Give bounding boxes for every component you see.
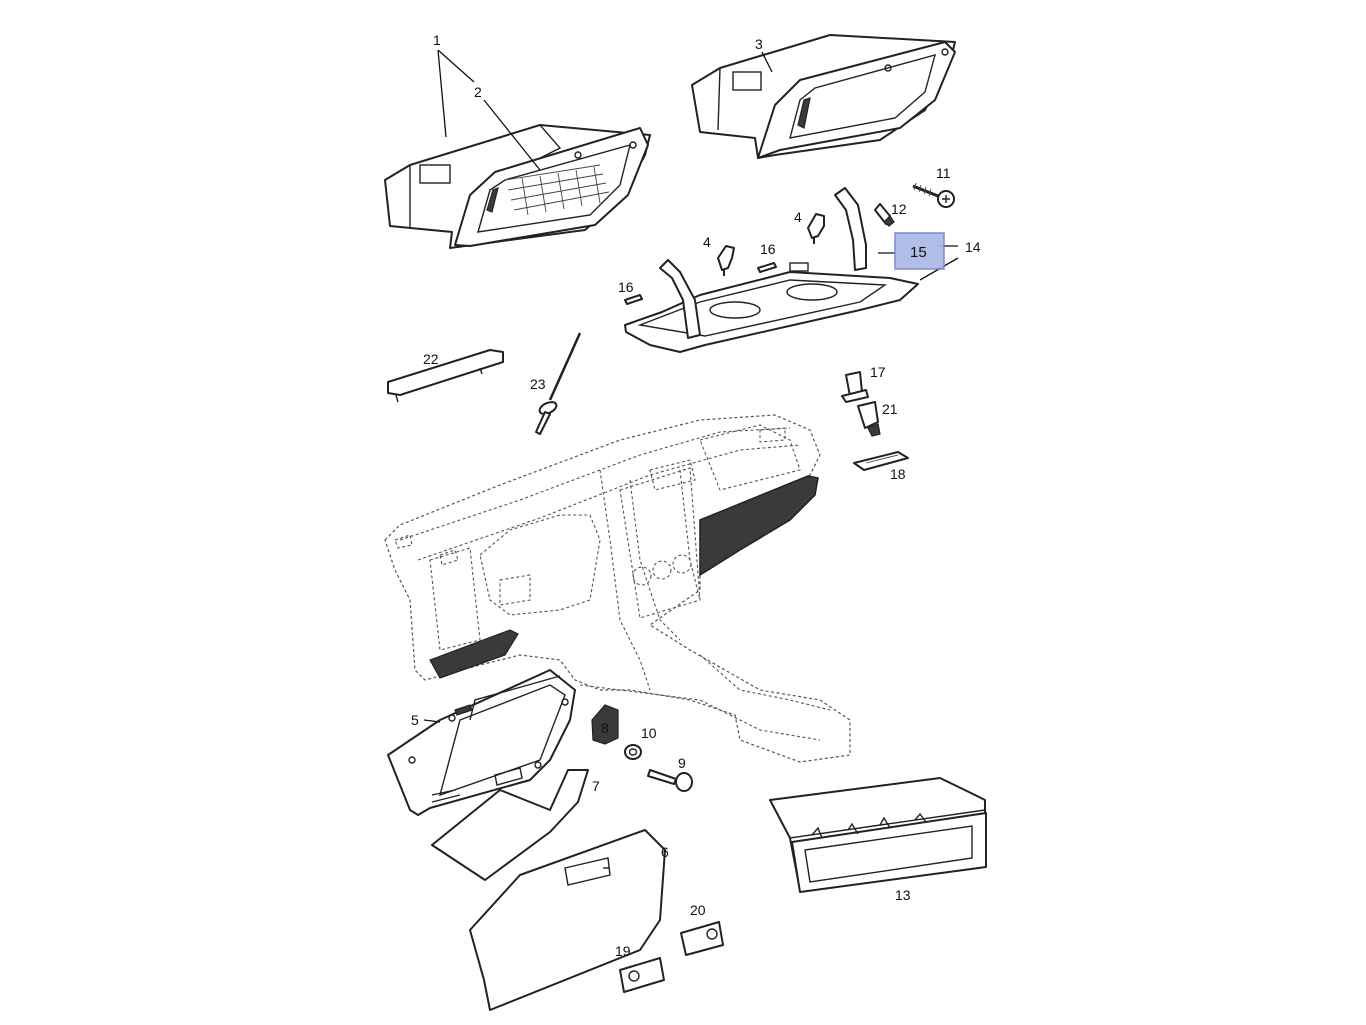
bulb-part-12[interactable]: [874, 203, 895, 227]
callout-22: 22: [423, 351, 439, 367]
callout-17: 17: [870, 364, 886, 380]
clip-part-19[interactable]: [619, 957, 665, 993]
callout-9: 9: [678, 755, 686, 771]
callout-1: 1: [433, 32, 441, 48]
lid-part-6[interactable]: [469, 829, 666, 1011]
pin-part-9[interactable]: [647, 769, 693, 792]
callout-20: 20: [690, 902, 706, 918]
ring-part-10[interactable]: [624, 744, 642, 760]
callout-5: 5: [411, 712, 419, 728]
leader-lines-1-2: [437, 49, 541, 171]
panel-part-7[interactable]: [431, 769, 589, 881]
frame-part-5[interactable]: [387, 669, 576, 816]
callout-10: 10: [641, 725, 657, 741]
glovebox-assembly-right[interactable]: [691, 34, 956, 159]
pin-part-16-lower[interactable]: [624, 294, 643, 305]
callout-2: 2: [474, 84, 482, 100]
callout-16b: 16: [618, 279, 634, 295]
leader-5: [423, 719, 441, 723]
callout-18: 18: [890, 466, 906, 482]
screw-part-11[interactable]: [912, 182, 955, 208]
switch-part-17[interactable]: [841, 371, 869, 403]
highlight-box-15[interactable]: [894, 232, 945, 270]
dashboard-lower-panel: [429, 629, 519, 679]
callout-14: 14: [965, 239, 981, 255]
callout-3: 3: [755, 36, 763, 52]
callout-4a: 4: [703, 234, 711, 250]
rivet-part-23[interactable]: [535, 332, 582, 435]
latch-part-8[interactable]: [591, 704, 619, 745]
callout-12: 12: [891, 201, 907, 217]
callout-11: 11: [936, 165, 951, 181]
callout-21: 21: [882, 401, 898, 417]
clip-part-20[interactable]: [680, 921, 724, 956]
callout-19: 19: [615, 943, 631, 959]
callout-15: 15: [910, 244, 927, 261]
dashboard-glovebox-door[interactable]: [699, 475, 819, 577]
storage-box-part-13[interactable]: [769, 777, 987, 893]
clip-part-4-right[interactable]: [807, 213, 825, 244]
callout-4b: 4: [794, 209, 802, 225]
callout-13: 13: [895, 887, 911, 903]
strip-part-22[interactable]: [387, 349, 504, 403]
callout-16a: 16: [760, 241, 776, 257]
dashboard-ghost: [384, 414, 851, 763]
clip-part-4-left[interactable]: [717, 245, 735, 276]
tray-part-14[interactable]: [624, 187, 919, 353]
bulb-holder-part-21[interactable]: [857, 401, 881, 437]
lens-part-18[interactable]: [853, 451, 909, 471]
glovebox-assembly-left[interactable]: [384, 124, 651, 249]
callout-8: 8: [601, 720, 609, 736]
callout-6: 6: [661, 844, 669, 860]
callout-7: 7: [592, 778, 600, 794]
pin-part-16-upper[interactable]: [757, 262, 777, 273]
callout-23: 23: [530, 376, 546, 392]
